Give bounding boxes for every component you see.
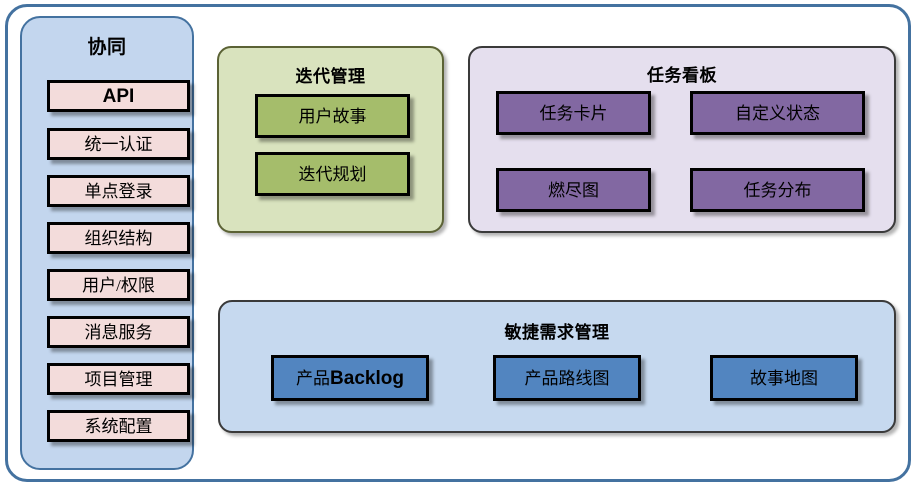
panel-collaboration-title: 协同 [87, 37, 127, 58]
sidebar-item-user-permission[interactable]: 用户/权限 [47, 269, 190, 301]
sidebar-item-org-structure-label: 组织结构 [84, 228, 153, 248]
taskboard-item-task-distribution[interactable]: 任务分布 [690, 168, 865, 212]
sidebar-item-unified-auth-label: 统一认证 [84, 134, 153, 154]
sidebar-item-api-label: API [102, 85, 135, 107]
agile-item-story-map[interactable]: 故事地图 [710, 355, 858, 401]
iteration-item-iteration-plan-label: 迭代规划 [298, 164, 367, 184]
agile-item-product-backlog-label-cn: 产品 [296, 368, 331, 388]
sidebar-item-message-service-label: 消息服务 [84, 322, 153, 342]
taskboard-item-task-card[interactable]: 任务卡片 [496, 91, 651, 135]
panel-task-board-title: 任务看板 [647, 66, 717, 85]
iteration-item-user-story-label: 用户故事 [298, 106, 367, 126]
agile-item-product-backlog-label-latin: Backlog [330, 367, 404, 389]
panel-collaboration[interactable]: 协同 API 统一认证 单点登录 组织结构 用户/权限 消息服务 项目管理 系统… [20, 16, 194, 470]
taskboard-item-burndown-chart-label: 燃尽图 [548, 180, 599, 200]
sidebar-item-user-permission-label: 用户/权限 [82, 275, 155, 295]
agile-item-story-map-label: 故事地图 [750, 368, 818, 388]
iteration-item-user-story[interactable]: 用户故事 [255, 94, 410, 138]
sidebar-item-message-service[interactable]: 消息服务 [47, 316, 190, 348]
panel-agile-requirement-management-title: 敏捷需求管理 [504, 323, 610, 342]
iteration-item-iteration-plan[interactable]: 迭代规划 [255, 152, 410, 196]
sidebar-item-system-config[interactable]: 系统配置 [47, 410, 190, 442]
sidebar-item-unified-auth[interactable]: 统一认证 [47, 128, 190, 160]
sidebar-item-project-management[interactable]: 项目管理 [47, 363, 190, 395]
taskboard-item-task-card-label: 任务卡片 [539, 103, 608, 123]
agile-item-product-roadmap-label: 产品路线图 [524, 368, 610, 388]
taskboard-item-burndown-chart[interactable]: 燃尽图 [496, 168, 651, 212]
outer-frame [5, 4, 911, 482]
taskboard-item-custom-status[interactable]: 自定义状态 [690, 91, 865, 135]
panel-task-board[interactable]: 任务看板 任务卡片 自定义状态 燃尽图 任务分布 [468, 46, 896, 233]
sidebar-item-single-sign-on-label: 单点登录 [84, 181, 153, 201]
sidebar-item-system-config-label: 系统配置 [84, 416, 153, 436]
taskboard-item-task-distribution-label: 任务分布 [743, 180, 812, 200]
sidebar-item-api[interactable]: API [47, 80, 190, 112]
sidebar-item-org-structure[interactable]: 组织结构 [47, 222, 190, 254]
panel-iteration-management-title: 迭代管理 [295, 67, 366, 86]
taskboard-item-custom-status-label: 自定义状态 [735, 103, 820, 123]
sidebar-item-project-management-label: 项目管理 [84, 369, 153, 389]
agile-item-product-roadmap[interactable]: 产品路线图 [493, 355, 641, 401]
sidebar-item-single-sign-on[interactable]: 单点登录 [47, 175, 190, 207]
panel-iteration-management[interactable]: 迭代管理 用户故事 迭代规划 [217, 46, 444, 233]
